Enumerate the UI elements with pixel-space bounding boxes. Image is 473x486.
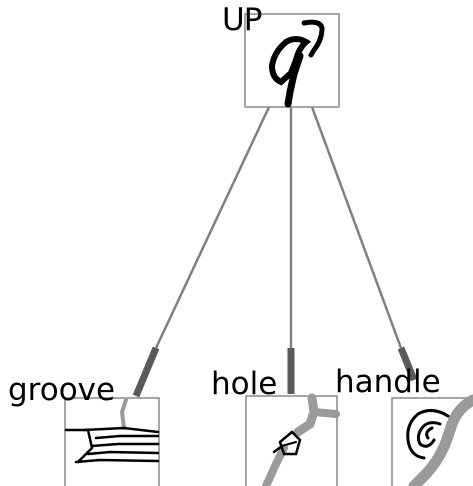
- root-sketch: [268, 19, 325, 108]
- edge-root-handle: [310, 106, 418, 382]
- hole-label: hole: [211, 366, 278, 402]
- root-node: [244, 13, 340, 108]
- edge-root-groove: [132, 106, 271, 398]
- handle-label: handle: [335, 364, 441, 400]
- edges: [132, 106, 418, 398]
- groove-node-box: [64, 397, 160, 486]
- handle-node: [391, 394, 473, 486]
- groove-sketch: [64, 398, 160, 464]
- handle-sketch: [406, 394, 473, 486]
- groove-label: groove: [8, 372, 116, 408]
- hole-node: [245, 393, 340, 486]
- groove-node: [64, 397, 160, 486]
- root-label: UP: [222, 2, 262, 38]
- hole-sketch: [262, 393, 340, 486]
